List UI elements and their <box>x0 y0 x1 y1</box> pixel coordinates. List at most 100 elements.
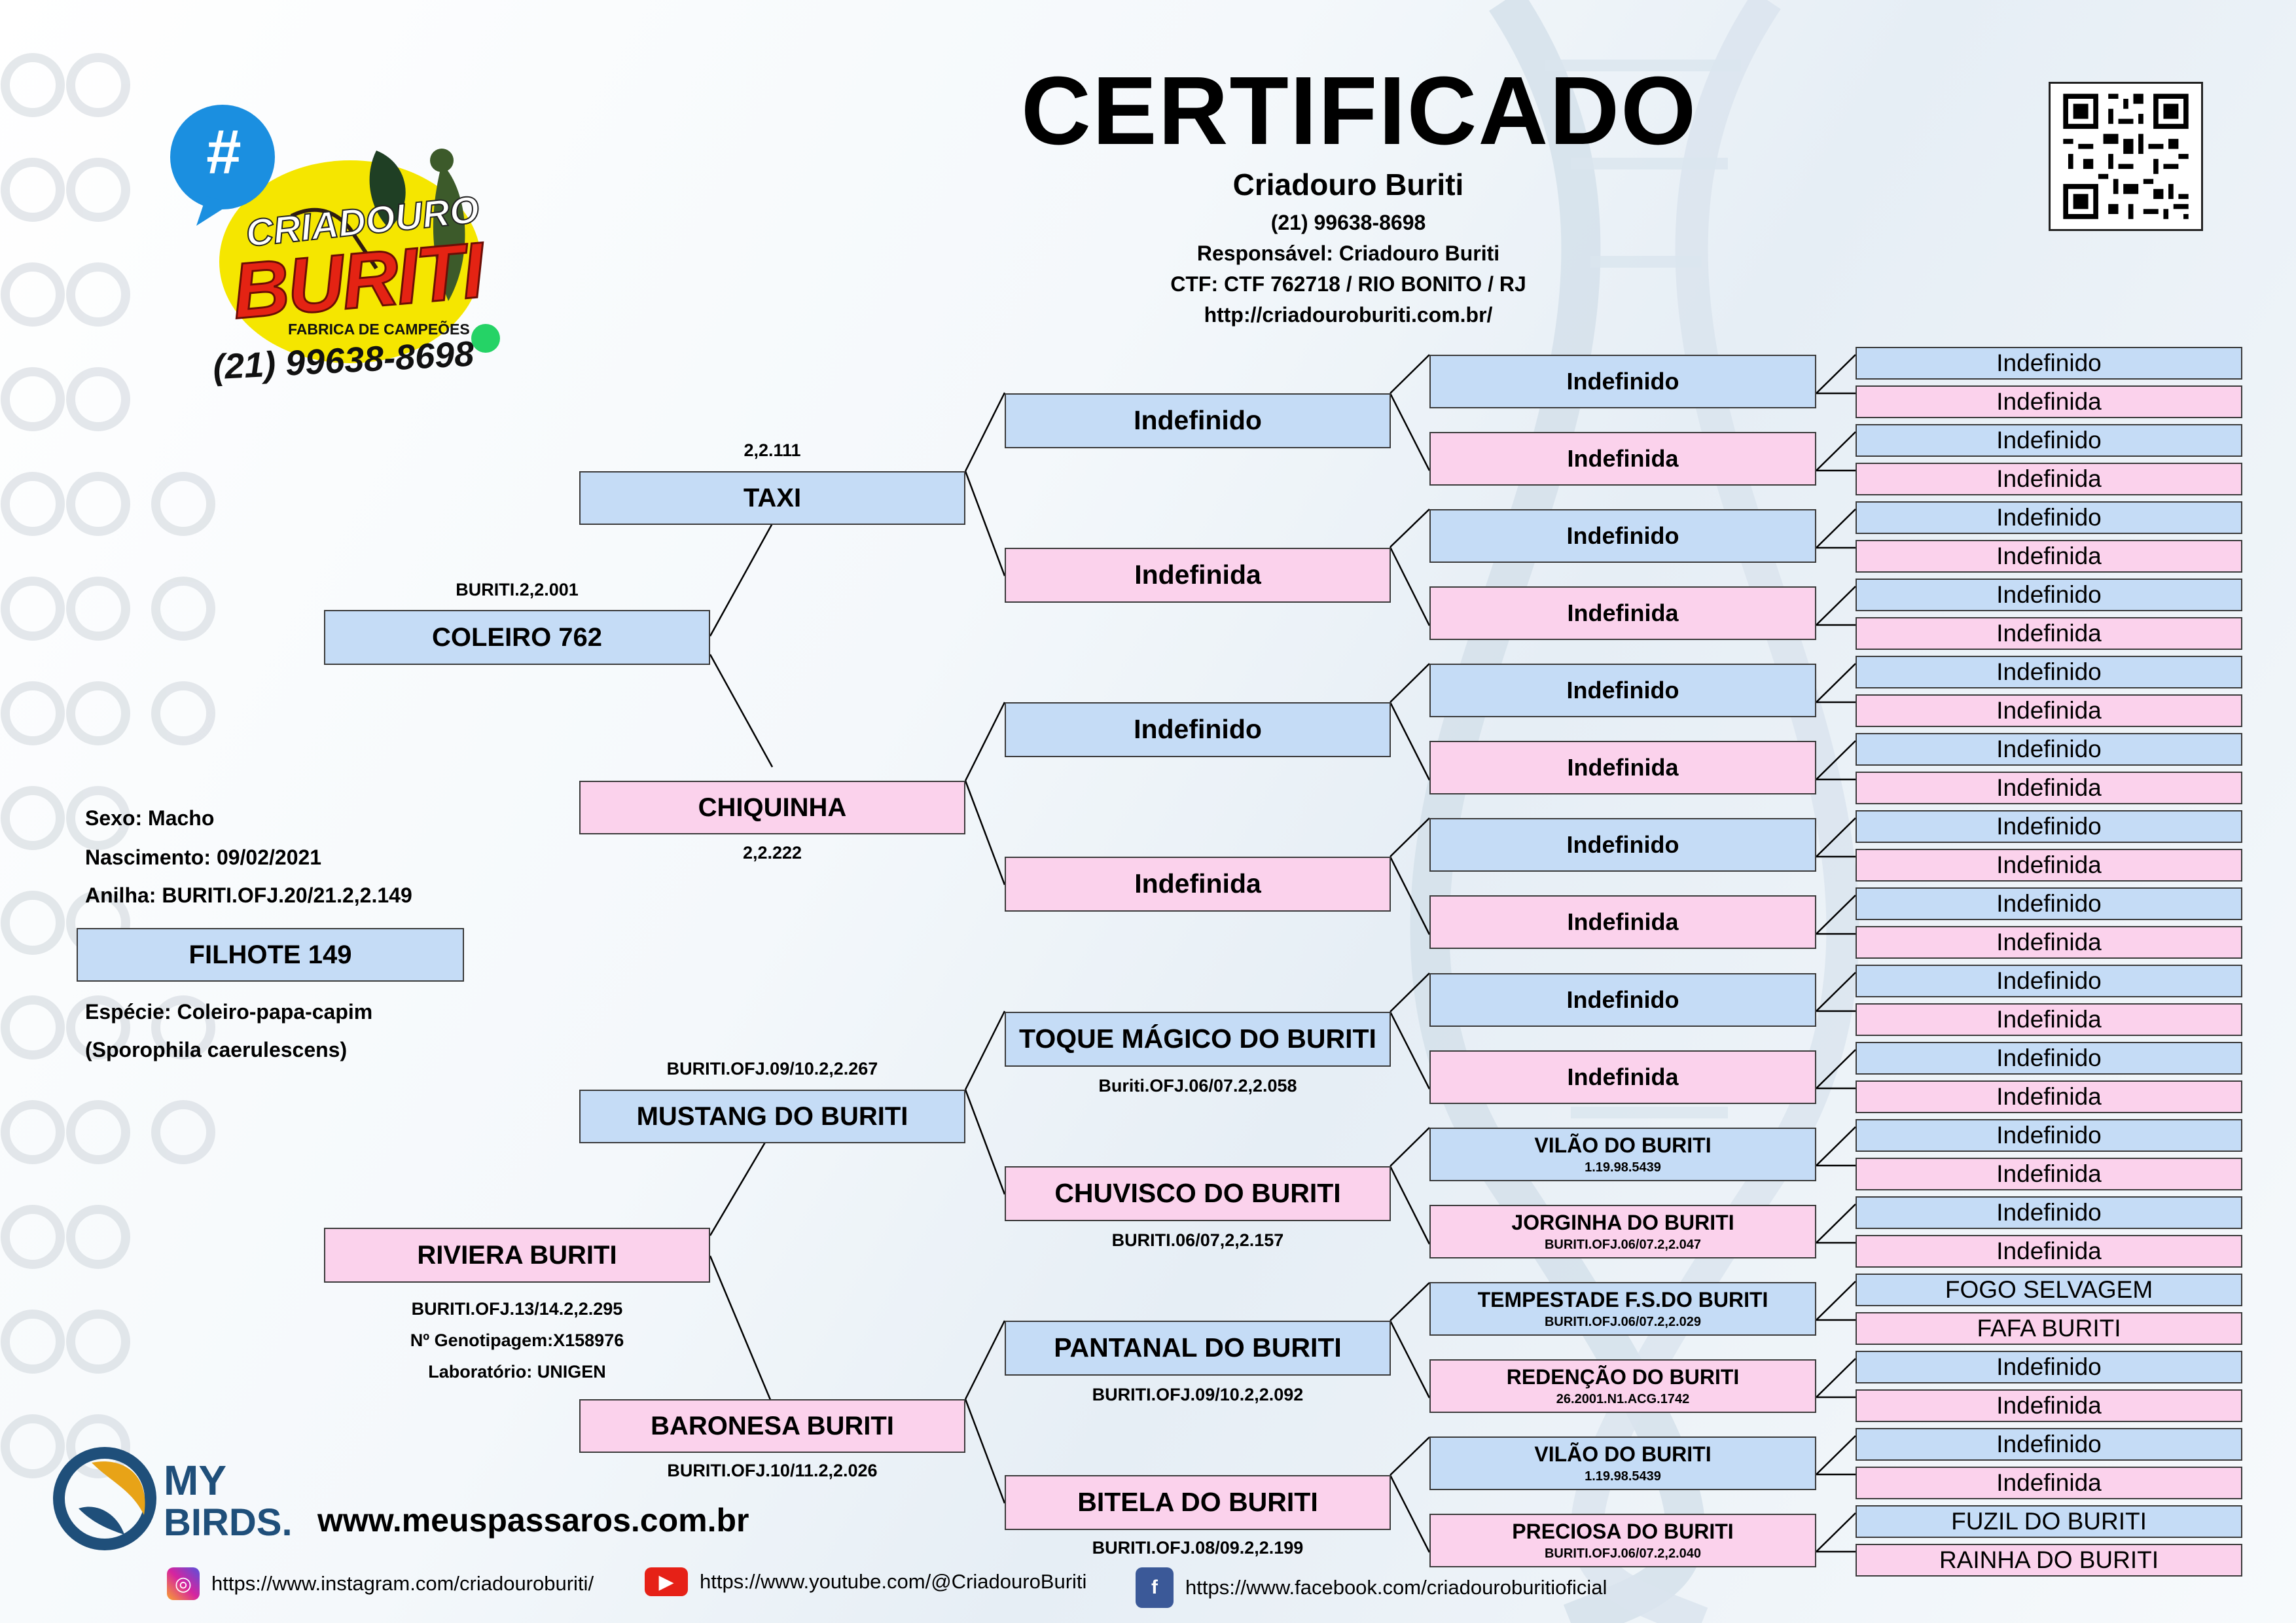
gen3-name-1: Indefinido <box>1134 405 1262 436</box>
logo-graphic <box>170 105 481 363</box>
youtube-link[interactable]: ▶ https://www.youtube.com/@CriadouroBuri… <box>645 1567 1086 1596</box>
gen3-code-7: BURITI.OFJ.09/10.2,2.092 <box>1092 1385 1304 1404</box>
gen4-name-4: Indefinida <box>1567 599 1679 627</box>
logo-tagline: FABRICA DE CAMPEÕES <box>288 321 470 338</box>
gen3-box-8: BITELA DO BURITI <box>1005 1475 1391 1530</box>
mybirds-site[interactable]: www.meuspassaros.com.br <box>317 1502 749 1539</box>
dam-box: RIVIERA BURITI <box>324 1228 710 1283</box>
gen4-code-12: BURITI.OFJ.06/07.2,2.047 <box>1544 1237 1701 1252</box>
gen5-name-9: Indefinido <box>1996 658 2102 685</box>
breeder-responsavel: Responsável: Criadouro Buriti <box>1196 241 1500 265</box>
gen3-name-6: CHUVISCO DO BURITI <box>1054 1178 1341 1209</box>
gen5-box-27: Indefinido <box>1856 1351 2242 1383</box>
granddam-maternal-code: BURITI.OFJ.10/11.2,2.026 <box>667 1461 878 1480</box>
gen3-name-5: TOQUE MÁGICO DO BURITI <box>1019 1024 1376 1054</box>
subject-ring: Anilha: BURITI.OFJ.20/21.2,2.149 <box>85 883 412 907</box>
gen4-name-12: JORGINHA DO BURITI <box>1511 1211 1734 1235</box>
sire-box: COLEIRO 762 <box>324 610 710 665</box>
mybirds-logo: MY BIRDS. <box>52 1436 314 1567</box>
gen4-box-2: Indefinida <box>1429 432 1816 486</box>
criadouro-buriti-logo: # CRIADOURO BURITI FABRICA DE CAMPEÕES (… <box>160 105 527 399</box>
gen4-box-11: VILÃO DO BURITI 1.19.98.5439 <box>1429 1128 1816 1181</box>
sire-code: BURITI.2,2.001 <box>456 580 579 599</box>
facebook-link[interactable]: f https://www.facebook.com/criadouroburi… <box>1136 1567 1607 1608</box>
gen4-name-6: Indefinida <box>1567 754 1679 781</box>
facebook-icon: f <box>1136 1567 1174 1608</box>
facebook-url[interactable]: https://www.facebook.com/criadouroburiti… <box>1185 1576 1607 1599</box>
gen5-name-16: Indefinida <box>1996 928 2102 955</box>
gen5-box-30: Indefinida <box>1856 1467 2242 1499</box>
dam-name: RIVIERA BURITI <box>417 1241 617 1270</box>
gen4-name-14: REDENÇÃO DO BURITI <box>1506 1365 1740 1389</box>
gen3-code-5: Buriti.OFJ.06/07.2,2.058 <box>1098 1076 1297 1096</box>
gen4-name-1: Indefinido <box>1566 368 1679 395</box>
gen5-name-15: Indefinido <box>1996 889 2102 917</box>
gen4-box-4: Indefinida <box>1429 586 1816 640</box>
subject-scientific-name: (Sporophila caerulescens) <box>85 1038 348 1061</box>
gen5-box-23: Indefinido <box>1856 1196 2242 1229</box>
gen5-name-6: Indefinida <box>1996 542 2102 569</box>
instagram-url[interactable]: https://www.instagram.com/criadouroburit… <box>211 1572 594 1595</box>
gen5-name-13: Indefinido <box>1996 812 2102 840</box>
gen4-name-2: Indefinida <box>1567 445 1679 473</box>
gen5-name-19: Indefinido <box>1996 1044 2102 1071</box>
gen5-name-7: Indefinido <box>1996 580 2102 608</box>
gen5-box-17: Indefinido <box>1856 965 2242 997</box>
gen4-box-15: VILÃO DO BURITI 1.19.98.5439 <box>1429 1436 1816 1490</box>
grandsire-paternal-name: TAXI <box>743 484 802 512</box>
gen5-box-22: Indefinida <box>1856 1158 2242 1190</box>
grandsire-paternal-code: 2,2.111 <box>744 440 801 460</box>
gen5-box-20: Indefinida <box>1856 1080 2242 1113</box>
granddam-maternal-box: BARONESA BURITI <box>579 1399 965 1453</box>
gen4-code-13: BURITI.OFJ.06/07.2,2.029 <box>1544 1314 1701 1329</box>
subject-species: Espécie: Coleiro-papa-capim <box>85 1000 373 1024</box>
gen4-name-5: Indefinido <box>1566 677 1679 704</box>
gen4-code-11: 1.19.98.5439 <box>1585 1160 1661 1175</box>
gen5-box-13: Indefinido <box>1856 810 2242 843</box>
gen3-box-5: TOQUE MÁGICO DO BURITI <box>1005 1012 1391 1067</box>
gen5-name-20: Indefinida <box>1996 1082 2102 1110</box>
youtube-url[interactable]: https://www.youtube.com/@CriadouroBuriti <box>700 1570 1087 1593</box>
gen4-box-1: Indefinido <box>1429 355 1816 408</box>
gen5-box-28: Indefinida <box>1856 1389 2242 1422</box>
gen4-name-11: VILÃO DO BURITI <box>1534 1133 1712 1158</box>
dam-genotyping: Nº Genotipagem:X158976 <box>410 1330 624 1350</box>
gen4-box-3: Indefinido <box>1429 509 1816 563</box>
breeder-site[interactable]: http://criadouroburiti.com.br/ <box>1204 303 1493 327</box>
mybirds-birds: BIRDS. <box>164 1501 293 1544</box>
gen3-box-1: Indefinido <box>1005 393 1391 448</box>
breeder-phone: (21) 99638-8698 <box>1270 211 1426 234</box>
gen5-name-5: Indefinido <box>1996 503 2102 531</box>
gen5-name-17: Indefinido <box>1996 967 2102 994</box>
subject-sex: Sexo: Macho <box>85 806 215 830</box>
qr-code-graphic <box>2053 84 2198 229</box>
gen5-box-29: Indefinido <box>1856 1428 2242 1461</box>
gen5-box-9: Indefinido <box>1856 656 2242 688</box>
gen5-box-5: Indefinido <box>1856 501 2242 534</box>
gen5-box-7: Indefinido <box>1856 579 2242 611</box>
gen5-box-3: Indefinido <box>1856 424 2242 457</box>
gen5-name-27: Indefinido <box>1996 1353 2102 1380</box>
gen4-name-10: Indefinida <box>1567 1063 1679 1091</box>
certificate-title: CERTIFICADO <box>1021 57 1698 165</box>
granddam-paternal-name: CHIQUINHA <box>698 793 847 822</box>
grandsire-maternal-code: BURITI.OFJ.09/10.2,2.267 <box>666 1059 878 1079</box>
gen5-box-11: Indefinido <box>1856 733 2242 766</box>
gen4-name-9: Indefinido <box>1566 986 1679 1014</box>
gen5-box-26: FAFA BURITI <box>1856 1312 2242 1345</box>
gen4-box-10: Indefinida <box>1429 1050 1816 1104</box>
gen5-name-26: FAFA BURITI <box>1977 1314 2121 1342</box>
gen5-name-21: Indefinido <box>1996 1121 2102 1149</box>
gen3-name-8: BITELA DO BURITI <box>1077 1487 1318 1518</box>
gen3-code-8: BURITI.OFJ.08/09.2,2.199 <box>1092 1538 1304 1558</box>
gen4-code-15: 1.19.98.5439 <box>1585 1469 1661 1484</box>
gen5-box-14: Indefinida <box>1856 849 2242 882</box>
gen5-box-19: Indefinido <box>1856 1042 2242 1075</box>
gen3-name-3: Indefinido <box>1134 714 1262 745</box>
gen5-name-25: FOGO SELVAGEM <box>1945 1275 2153 1303</box>
gen4-box-12: JORGINHA DO BURITI BURITI.OFJ.06/07.2,2.0… <box>1429 1205 1816 1258</box>
gen4-box-7: Indefinido <box>1429 818 1816 872</box>
instagram-link[interactable]: ◎ https://www.instagram.com/criadourobur… <box>167 1567 594 1600</box>
gen4-name-13: TEMPESTADE F.S.DO BURITI <box>1477 1288 1768 1312</box>
gen4-name-15: VILÃO DO BURITI <box>1534 1442 1712 1467</box>
